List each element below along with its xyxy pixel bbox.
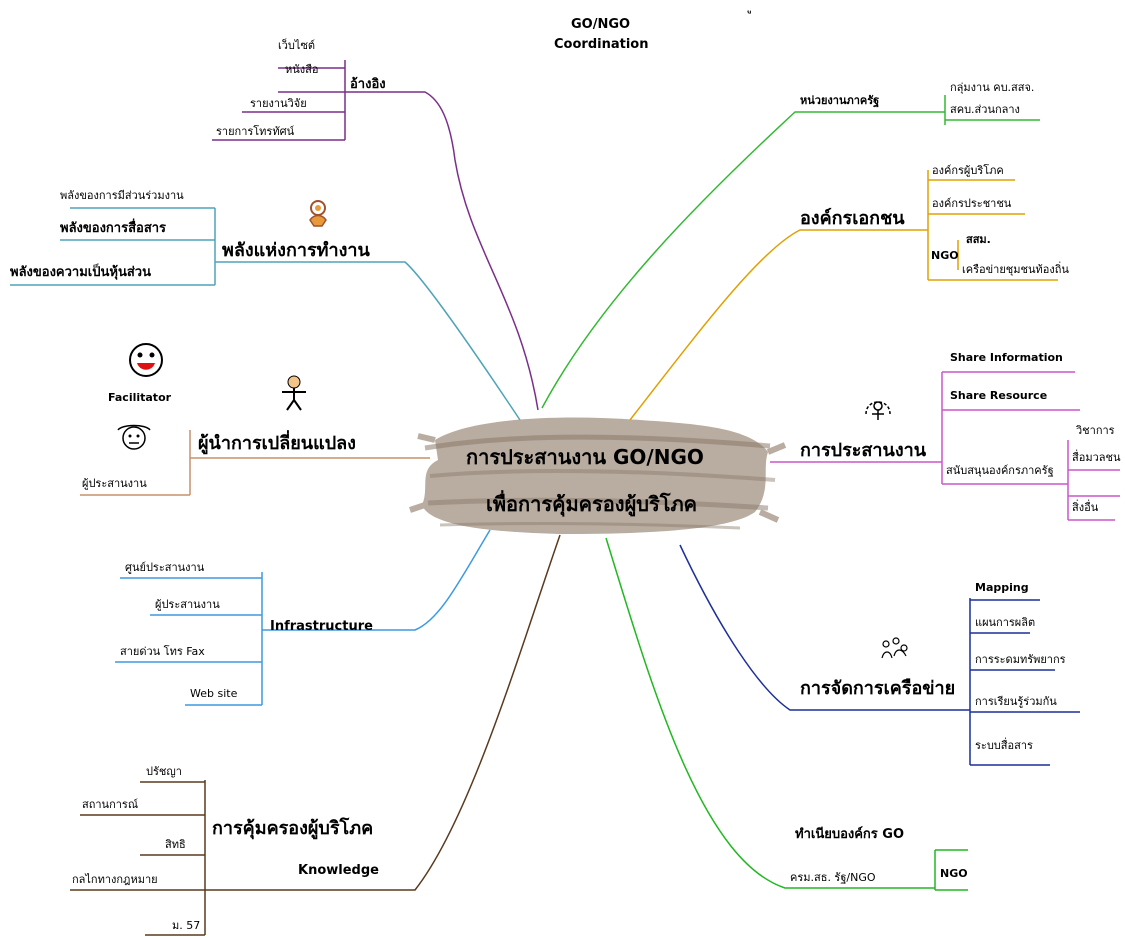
knowledge-item: ม. 57 [172, 919, 201, 932]
crowd-icon [881, 637, 908, 659]
private-ngo-label: NGO [931, 249, 959, 262]
branch-private-label: องค์กรเอกชน [800, 208, 905, 229]
branch-government-label: หน่วยงานภาครัฐ [800, 94, 880, 107]
network-item: การเรียนรู้ร่วมกัน [975, 695, 1057, 708]
branch-network-label: การจัดการเครือข่าย [800, 678, 956, 699]
infrastructure-item: ศูนย์ประสานงาน [125, 561, 205, 574]
coordination-item: Share Resource [950, 389, 1048, 402]
private-item: เครือข่ายชุมชนท้องถิ่น [962, 263, 1069, 276]
coordination-item: สื่อมวลชน [1072, 451, 1121, 464]
branch-coordination-label: การประสานงาน [800, 440, 927, 461]
power-item: พลังของความเป็นหุ้นส่วน [10, 265, 151, 280]
infrastructure-item: Web site [190, 687, 238, 700]
reference-item: หนังสือ [285, 63, 319, 76]
network-item: แผนการผลิต [975, 616, 1036, 629]
private-item: สสม. [966, 233, 991, 246]
private-item: องค์กรประชาชน [932, 197, 1012, 210]
branch-reference-label: อ้างอิง [350, 77, 386, 92]
branch-knowledge-lines [70, 534, 561, 936]
change-item: ผู้ประสานงาน [82, 477, 147, 490]
branch-roles-sublabel: ครม.สธ. รัฐ/NGO [790, 871, 876, 884]
network-item: การระดมทรัพยากร [975, 653, 1066, 666]
diagram-header-line1: GO/NGO [571, 17, 631, 32]
branch-infrastructure-label: Infrastructure [270, 619, 373, 634]
knowledge-item: สิทธิ [165, 838, 186, 851]
smiley-icon [129, 343, 163, 377]
roles-item: NGO [940, 867, 968, 880]
branch-power-label: พลังแห่งการทำงาน [222, 240, 370, 261]
branch-private-lines [629, 170, 1058, 421]
branch-network-lines [679, 544, 1080, 766]
power-item: พลังของการมีส่วนร่วมงาน [60, 189, 184, 202]
coordination-item: สิ่งอื่น [1072, 501, 1099, 514]
coordination-item: วิชาการ [1076, 424, 1115, 437]
center-node-line1: การประสานงาน GO/NGO [466, 445, 704, 469]
government-item: กลุ่มงาน คบ.สสจ. [950, 81, 1035, 94]
infrastructure-item: ผู้ประสานงาน [155, 598, 220, 611]
network-item: ระบบสื่อสาร [975, 739, 1033, 752]
private-item: องค์กรผู้บริโภค [932, 164, 1004, 177]
reference-item: รายงานวิจัย [250, 97, 307, 110]
coordination-item: สนับสนุนองค์กรภาครัฐ [946, 464, 1054, 477]
face-icon [117, 424, 151, 450]
branch-knowledge-label: การคุ้มครองผู้บริโภค [212, 818, 374, 839]
branch-coordination-lines [770, 371, 1120, 521]
knowledge-item: กลไกทางกฎหมาย [72, 873, 158, 886]
branch-power-lines [10, 207, 521, 421]
branch-change-lines [80, 430, 430, 496]
center-node-line2: เพื่อการคุ้มครองผู้บริโภค [486, 492, 698, 516]
coordination-item: Share Information [950, 351, 1063, 364]
network-item: Mapping [975, 581, 1029, 594]
infrastructure-item: สายด่วน โทร Fax [120, 645, 205, 658]
monkey-icon [309, 200, 327, 227]
change-item: Facilitator [108, 391, 172, 404]
knowledge-item: ปรัชญา [146, 765, 182, 778]
juggler-icon [865, 401, 891, 420]
center-blob [409, 417, 787, 534]
branch-roles-label: ทำเนียบองค์กร GO [795, 827, 905, 842]
diagram-header-line2: Coordination [554, 37, 649, 52]
branch-reference-lines [212, 60, 539, 411]
branch-infrastructure-lines [115, 529, 491, 706]
branch-knowledge-sublabel: Knowledge [298, 863, 379, 878]
government-item: สคบ.ส่วนกลาง [950, 103, 1020, 116]
knowledge-item: สถานการณ์ [82, 798, 139, 811]
power-item: พลังของการสื่อสาร [60, 221, 167, 236]
reference-item: เว็บไซต์ [278, 39, 316, 52]
branch-change-label: ผู้นำการเปลี่ยนแปลง [198, 433, 356, 454]
branch-roles-lines [605, 537, 968, 891]
reference-item: รายการโทรทัศน์ [216, 125, 295, 138]
branch-government-lines [541, 95, 1040, 409]
figure-icon [282, 375, 306, 411]
